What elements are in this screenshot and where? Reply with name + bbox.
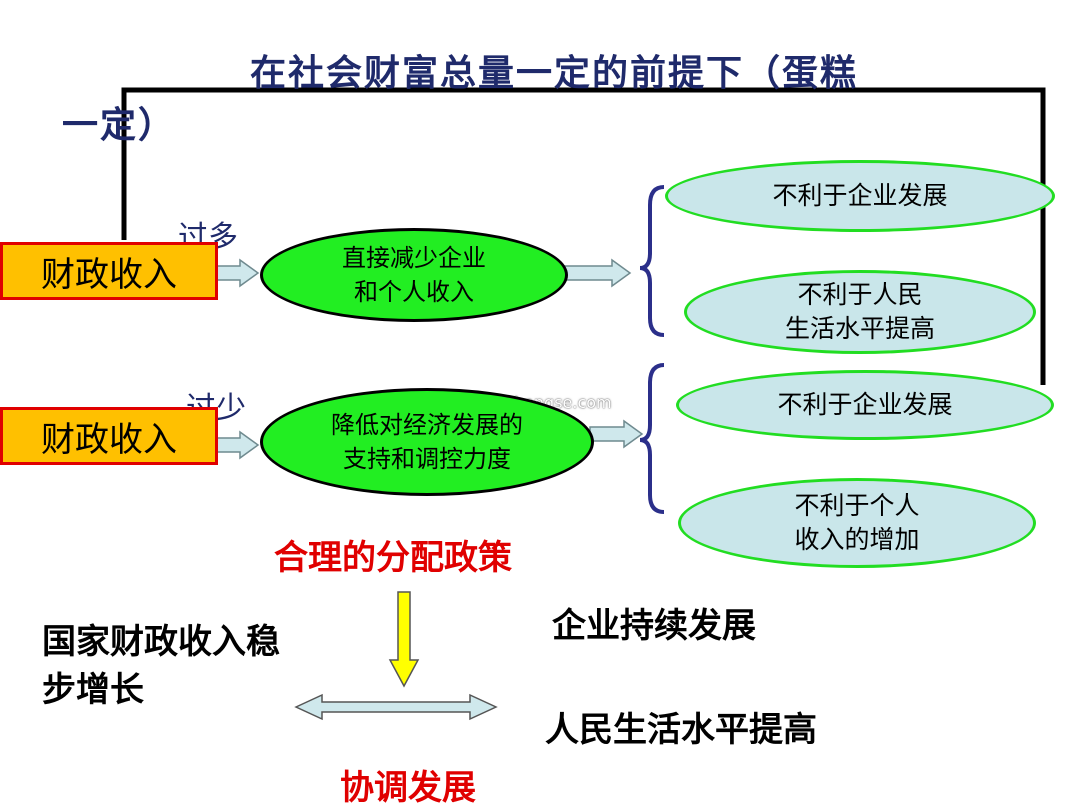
- upper-revenue-label: 财政收入: [41, 254, 177, 295]
- upper-result-2-label: 不利于人民 生活水平提高: [784, 280, 935, 343]
- lower-result-2: 不利于个人 收入的增加: [678, 478, 1036, 568]
- lower-revenue-box: 财政收入: [0, 407, 218, 465]
- lower-result-1: 不利于企业发展: [676, 370, 1054, 440]
- frame-line: [121, 87, 1046, 385]
- upper-result-1-label: 不利于企业发展: [772, 181, 948, 210]
- double-arrow: [294, 693, 498, 721]
- down-arrow: [388, 591, 420, 688]
- living-standard-text: 人民生活水平提高: [545, 710, 817, 750]
- upper-result-2: 不利于人民 生活水平提高: [684, 270, 1036, 354]
- lower-effect-line-2: 支持和调控力度: [343, 445, 511, 473]
- lower-result-2-label: 不利于个人 收入的增加: [794, 491, 920, 554]
- upper-effect-line-1: 直接减少企业: [342, 244, 486, 272]
- enterprise-growth-text: 企业持续发展: [552, 606, 756, 646]
- coordinated-development-label: 协调发展: [340, 768, 476, 808]
- lower-brace: [639, 363, 665, 514]
- upper-brace: [639, 185, 665, 337]
- lower-result-1-label: 不利于企业发展: [777, 390, 953, 419]
- policy-label: 合理的分配政策: [274, 538, 512, 578]
- lower-effect-line-1: 降低对经济发展的: [331, 411, 523, 439]
- lower-arrow-2: [589, 419, 644, 449]
- lower-effect-ellipse: 降低对经济发展的 支持和调控力度: [260, 388, 594, 496]
- state-revenue-text: 国家财政收入稳 步增长: [42, 618, 280, 714]
- lower-revenue-label: 财政收入: [41, 419, 177, 460]
- title-line-2: 一定）: [62, 105, 177, 146]
- title-line-1: 在社会财富总量一定的前提下（蛋糕: [250, 53, 859, 94]
- upper-effect-ellipse: 直接减少企业 和个人收入: [260, 228, 568, 322]
- state-revenue-line-1: 国家财政收入稳: [42, 622, 280, 662]
- upper-result-1: 不利于企业发展: [665, 160, 1055, 232]
- upper-revenue-box: 财政收入: [0, 242, 218, 300]
- upper-arrow-2: [562, 258, 632, 288]
- state-revenue-line-2: 步增长: [42, 670, 144, 710]
- upper-effect-line-2: 和个人收入: [354, 278, 474, 306]
